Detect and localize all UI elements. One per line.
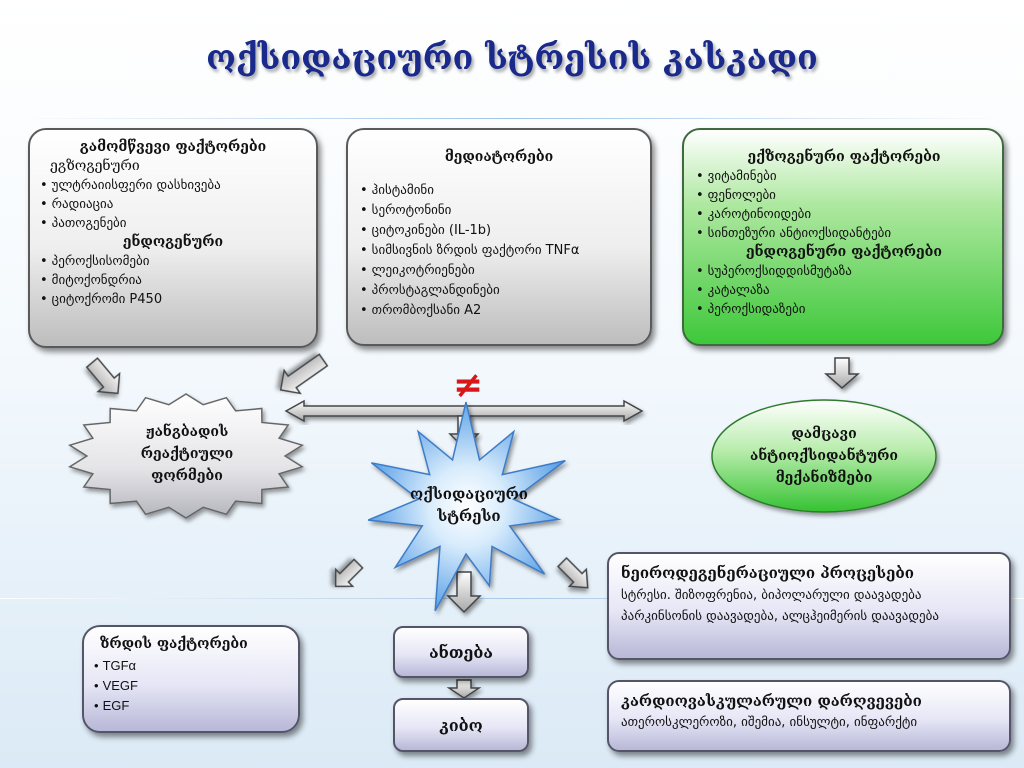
list-item: პროსტაგლანდინები xyxy=(360,281,638,301)
reactive-oxygen-label: ჟანგბადის რეაქტიული ფორმები xyxy=(140,424,234,484)
neurodegenerative-box: ნეიროდეგენერაციული პროცესები სტრესი. შიზ… xyxy=(607,552,1011,660)
list-item: კატალაზა xyxy=(696,281,992,300)
list-item: ულტრაიისფერი დასხივება xyxy=(40,176,306,195)
list-item: კაროტინოიდები xyxy=(696,205,992,224)
list-item: სინთეზური ანტიოქსიდანტები xyxy=(696,224,992,243)
divider-bottom xyxy=(0,598,1024,599)
cardiovascular-box: კარდიოვასკულარული დარღვევები ათეროსკლერო… xyxy=(607,680,1011,752)
endogenous-factors-header: ენდოგენური ფაქტორები xyxy=(746,244,942,260)
list-item: TGFα xyxy=(94,656,288,676)
mediators-box: მედიატორები ჰისტამინი სეროტონინი ციტოკინ… xyxy=(346,128,652,346)
endogenous-factors-list: სუპეროქსიდდისმუტაზა კატალაზა პეროქსიდაზე… xyxy=(696,262,992,319)
list-item: VEGF xyxy=(94,676,288,696)
cancer-box: კიბო xyxy=(393,698,529,752)
list-item: რადიაცია xyxy=(40,195,306,214)
arrow-mid-box-down xyxy=(279,353,329,395)
cardiovascular-text: ათეროსკლეროზი, იშემია, ინსულტი, ინფარქტი xyxy=(621,715,918,730)
list-item: ჰისტამინი xyxy=(360,181,638,201)
neurodegenerative-text: სტრესი. შიზოფრენია, ბიპოლარული დაავადება… xyxy=(621,588,939,624)
growth-factors-box: ზრდის ფაქტორები TGFα VEGF EGF xyxy=(82,625,300,733)
list-item: სიმსივნის ზრდის ფაქტორი TNFα xyxy=(360,241,638,261)
exogenous-factors-list: ვიტამინები ფენოლები კაროტინოიდები სინთეზ… xyxy=(696,167,992,243)
antioxidant-factors-box: ექზოგენური ფაქტორები ვიტამინები ფენოლები… xyxy=(682,128,1004,346)
list-item: პათოგენები xyxy=(40,214,306,233)
exogenous-list: ულტრაიისფერი დასხივება რადიაცია პათოგენე… xyxy=(40,176,306,233)
list-item: პეროქსისომები xyxy=(40,252,306,271)
endogenous-list: პეროქსისომები მიტოქონდრია ციტოქრომი P450 xyxy=(40,252,306,309)
causative-factors-box: გამომწვევი ფაქტორები ეგზოგენური ულტრაიის… xyxy=(28,128,318,348)
reactive-oxygen-seal xyxy=(68,393,304,519)
growth-factors-header: ზრდის ფაქტორები xyxy=(100,636,248,652)
list-item: ციტოკინები (IL-1b) xyxy=(360,221,638,241)
list-item: სეროტონინი xyxy=(360,201,638,221)
growth-factors-list: TGFα VEGF EGF xyxy=(94,656,288,716)
list-item: მიტოქონდრია xyxy=(40,271,306,290)
not-equal-sign: ≠ xyxy=(452,365,484,406)
defense-ellipse xyxy=(711,399,937,513)
arrow-inflammation-to-cancer xyxy=(446,679,482,699)
cardiovascular-header: კარდიოვასკულარული დარღვევები xyxy=(621,692,922,710)
inflammation-box: ანთება xyxy=(393,626,529,678)
list-item: პეროქსიდაზები xyxy=(696,300,992,319)
list-item: ფენოლები xyxy=(696,186,992,205)
cancer-label: კიბო xyxy=(439,715,483,735)
list-item: სუპეროქსიდდისმუტაზა xyxy=(696,262,992,281)
oxidative-stress-star xyxy=(367,401,566,612)
arrow-left-box-down xyxy=(85,357,121,395)
endogenous-subheader: ენდოგენური xyxy=(122,234,224,250)
mediators-header: მედიატორები xyxy=(444,149,554,165)
arrow-star-to-neuro xyxy=(556,556,589,589)
list-item: ვიტამინები xyxy=(696,167,992,186)
list-item: ლეიკოტრიენები xyxy=(360,261,638,281)
divider-top xyxy=(0,118,1024,119)
oxidative-stress-label: ოქსიდაციური სტრესი xyxy=(410,485,528,525)
exogenous-factors-header: ექზოგენური ფაქტორები xyxy=(747,149,941,165)
mediators-list: ჰისტამინი სეროტონინი ციტოკინები (IL-1b) … xyxy=(360,181,638,321)
arrow-star-to-growth xyxy=(334,558,364,588)
list-item: EGF xyxy=(94,696,288,716)
defense-label: დამცავი ანტიოქსიდანტური მექანიზმები xyxy=(750,426,898,486)
causative-factors-header: გამომწვევი ფაქტორები xyxy=(79,139,267,155)
page-title: ოქსიდაციური სტრესის კასკადი xyxy=(206,38,818,78)
inflammation-label: ანთება xyxy=(429,642,493,662)
list-item: ციტოქრომი P450 xyxy=(40,290,306,309)
arrow-star-to-inflammation xyxy=(446,571,482,614)
list-item: თრომბოქსანი A2 xyxy=(360,301,638,321)
arrow-down-right-box xyxy=(824,357,860,389)
exogenous-subheader: ეგზოგენური xyxy=(50,158,140,174)
neurodegenerative-header: ნეიროდეგენერაციული პროცესები xyxy=(621,564,914,582)
